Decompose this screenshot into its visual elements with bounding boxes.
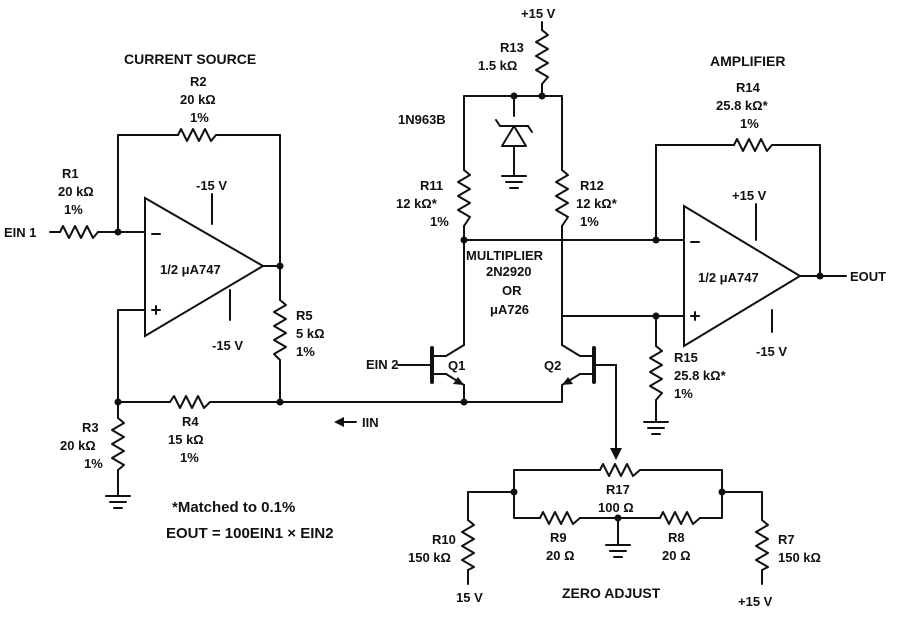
resistor-r1 bbox=[59, 225, 99, 239]
resistor-r13 bbox=[535, 29, 549, 85]
r10-name: R10 bbox=[432, 532, 456, 547]
r10-value: 150 kΩ bbox=[408, 550, 451, 565]
zener-label: 1N963B bbox=[398, 112, 446, 127]
resistor-r12 bbox=[555, 169, 569, 227]
multiplier-line-2: 2N2920 bbox=[486, 264, 532, 279]
r1-name: R1 bbox=[62, 166, 79, 181]
resistor-r3 bbox=[111, 417, 125, 471]
ground-zero-adjust bbox=[605, 544, 631, 558]
r11-tolerance: 1% bbox=[430, 214, 449, 229]
r13-name: R13 bbox=[500, 40, 524, 55]
section-zero-adjust: ZERO ADJUST bbox=[562, 585, 661, 601]
multiplier-line-4: μA726 bbox=[490, 302, 529, 317]
r15-name: R15 bbox=[674, 350, 698, 365]
resistor-r11 bbox=[457, 169, 471, 227]
opamp-u1-label: 1/2 μA747 bbox=[160, 262, 221, 277]
r2-value: 20 kΩ bbox=[180, 92, 216, 107]
supply-opamp2-top: +15 V bbox=[732, 188, 767, 203]
r7-name: R7 bbox=[778, 532, 795, 547]
r8-name: R8 bbox=[668, 530, 685, 545]
opamp-u1 bbox=[144, 196, 265, 338]
resistor-r4 bbox=[169, 395, 215, 409]
supply-opamp2-bottom: -15 V bbox=[756, 344, 787, 359]
r2-tolerance: 1% bbox=[190, 110, 209, 125]
r13-value: 1.5 kΩ bbox=[478, 58, 517, 73]
ground-r15 bbox=[643, 421, 669, 435]
r14-name: R14 bbox=[736, 80, 761, 95]
r3-value: 20 kΩ bbox=[60, 438, 96, 453]
r15-tolerance: 1% bbox=[674, 386, 693, 401]
r3-tolerance: 1% bbox=[84, 456, 103, 471]
multiplier-line-3: OR bbox=[502, 283, 522, 298]
labels: CURRENT SOURCE AMPLIFIER ZERO ADJUST MUL… bbox=[4, 6, 886, 609]
r4-tolerance: 1% bbox=[180, 450, 199, 465]
supply-opamp1-bottom: -15 V bbox=[212, 338, 243, 353]
ground-zener bbox=[501, 175, 527, 189]
q1-label: Q1 bbox=[448, 358, 465, 373]
wires bbox=[49, 21, 847, 585]
signal-ein1: EIN 1 bbox=[4, 225, 37, 240]
note-matched: *Matched to 0.1% bbox=[172, 499, 295, 516]
q2-label: Q2 bbox=[544, 358, 561, 373]
resistor-r14 bbox=[733, 138, 773, 152]
r12-name: R12 bbox=[580, 178, 604, 193]
r4-name: R4 bbox=[182, 414, 199, 429]
resistors bbox=[59, 29, 773, 571]
resistor-r17 bbox=[599, 463, 641, 477]
transistor-q1 bbox=[430, 346, 464, 385]
r12-value: 12 kΩ* bbox=[576, 196, 618, 211]
r4-value: 15 kΩ bbox=[168, 432, 204, 447]
resistor-r10 bbox=[461, 519, 475, 571]
resistor-r7 bbox=[755, 519, 769, 571]
section-current-source: CURRENT SOURCE bbox=[124, 51, 256, 67]
transistor-q2 bbox=[562, 346, 596, 385]
r1-tolerance: 1% bbox=[64, 202, 83, 217]
grounds bbox=[105, 175, 669, 558]
note-equation: EOUT = 100EIN1 × EIN2 bbox=[166, 525, 334, 542]
junctions bbox=[114, 92, 824, 522]
section-amplifier: AMPLIFIER bbox=[710, 53, 785, 69]
r9-value: 20 Ω bbox=[546, 548, 575, 563]
r7-value: 150 kΩ bbox=[778, 550, 821, 565]
supply-top-rail: +15 V bbox=[521, 6, 556, 21]
supply-r7-bottom: +15 V bbox=[738, 594, 773, 609]
r14-tolerance: 1% bbox=[740, 116, 759, 131]
signal-iin: IIN bbox=[362, 415, 379, 430]
r11-name: R11 bbox=[420, 178, 443, 193]
r5-tolerance: 1% bbox=[296, 344, 315, 359]
r14-value: 25.8 kΩ* bbox=[716, 98, 769, 113]
r11-value: 12 kΩ* bbox=[396, 196, 438, 211]
iin-arrow bbox=[334, 417, 344, 427]
r5-name: R5 bbox=[296, 308, 313, 323]
r8-value: 20 Ω bbox=[662, 548, 691, 563]
opamp-u2 bbox=[683, 204, 802, 348]
opamp-u2-label: 1/2 μA747 bbox=[698, 270, 759, 285]
zener-diode bbox=[495, 119, 533, 147]
arrows bbox=[334, 417, 622, 460]
signal-eout: EOUT bbox=[850, 269, 886, 284]
r2-name: R2 bbox=[190, 74, 207, 89]
r5-value: 5 kΩ bbox=[296, 326, 325, 341]
resistor-r8 bbox=[659, 511, 701, 525]
r3-name: R3 bbox=[82, 420, 99, 435]
resistor-r5 bbox=[273, 299, 287, 361]
r1-value: 20 kΩ bbox=[58, 184, 94, 199]
multiplier-line-1: MULTIPLIER bbox=[466, 248, 544, 263]
resistor-r15 bbox=[649, 345, 663, 401]
ground-r3 bbox=[105, 495, 131, 509]
r17-name: R17 bbox=[606, 482, 630, 497]
r12-tolerance: 1% bbox=[580, 214, 599, 229]
supply-r10-bottom: 15 V bbox=[456, 590, 483, 605]
resistor-r9 bbox=[539, 511, 581, 525]
r9-name: R9 bbox=[550, 530, 567, 545]
supply-opamp1-top: -15 V bbox=[196, 178, 227, 193]
signal-ein2: EIN 2 bbox=[366, 357, 399, 372]
wiper-arrow bbox=[610, 448, 622, 460]
r15-value: 25.8 kΩ* bbox=[674, 368, 727, 383]
resistor-r2 bbox=[177, 128, 217, 142]
r17-value: 100 Ω bbox=[598, 500, 634, 515]
